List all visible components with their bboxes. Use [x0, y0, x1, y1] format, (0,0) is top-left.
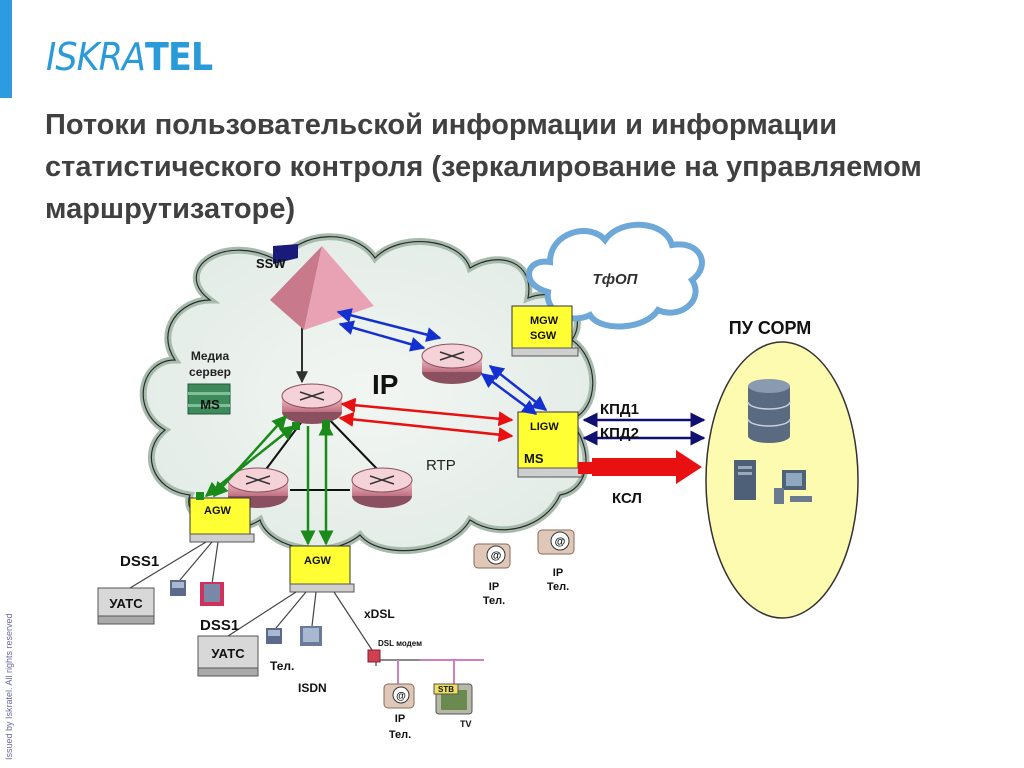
database-icon: [747, 379, 791, 443]
phone-icon-1: [170, 580, 186, 596]
ksl-arrow: [592, 450, 702, 484]
agw-center-box: AGW: [289, 545, 355, 593]
access-links: [129, 541, 484, 684]
ip-label: IP: [372, 369, 398, 400]
sgw-label: SGW: [530, 330, 557, 342]
stb-label: STB: [438, 685, 454, 694]
router-center: [281, 383, 343, 424]
tel-label: Тел.: [270, 659, 294, 673]
uats-bottom-label: УАТС: [211, 646, 245, 661]
rtp-label: RTP: [426, 457, 456, 474]
media-server-label-line2: сервер: [189, 365, 231, 379]
kpd2-label: КПД2: [600, 425, 639, 442]
dsl-modem-icon: [367, 649, 381, 663]
kpd1-label: КПД1: [600, 401, 639, 418]
router-upper-right: [421, 343, 483, 384]
isdn-label: ISDN: [298, 681, 327, 695]
ms-label: MS: [200, 397, 220, 412]
xdsl-label: xDSL: [364, 607, 395, 621]
accent-bar: [0, 0, 12, 98]
dss1-bottom-label: DSS1: [200, 617, 239, 634]
ip-phone-icon-3: @: [383, 683, 415, 709]
blue-flows: [336, 308, 548, 416]
svg-text:@: @: [555, 536, 566, 548]
ip-tel-3-line1: IP: [395, 713, 405, 725]
logo-part1: ISKRA: [46, 35, 146, 79]
tv-icon: STB: [433, 683, 473, 715]
ip-phone-icon-2: @: [537, 529, 575, 555]
phone-icon-2: [266, 628, 282, 644]
sorm-ellipse: ПУ СОРМ: [705, 318, 859, 619]
ip-tel-2-line1: IP: [553, 567, 563, 579]
tv-label: TV: [460, 719, 472, 729]
server-icon: [734, 460, 756, 500]
dsl-modem-label: DSL модем: [378, 639, 422, 648]
ip-tel-2-line2: Тел.: [547, 581, 569, 593]
slide-title: Потоки пользовательской информации и инф…: [45, 109, 922, 225]
ip-tel-1-line1: IP: [489, 581, 499, 593]
kpd-links: [582, 412, 706, 446]
media-server-icon: MS: [187, 383, 231, 415]
pstn-label: ТфОП: [593, 271, 639, 288]
svg-text:@: @: [491, 550, 502, 562]
media-server-label-line1: Медиа: [191, 349, 230, 363]
ip-phone-icon-1: @: [473, 543, 511, 569]
ligw-ms-label: MS: [524, 451, 544, 466]
mgw-sgw-box: MGW SGW: [511, 305, 579, 357]
ip-tel-1-line2: Тел.: [483, 595, 505, 607]
pstn-cloud: ТфОП: [526, 221, 705, 330]
isdn-phone-icon-1: [200, 582, 224, 606]
dss1-top-label: DSS1: [120, 553, 159, 570]
uats-top-box: УАТС: [97, 587, 155, 625]
red-flows: [338, 397, 702, 484]
agw-left-box: AGW: [189, 497, 255, 543]
ssw-label: SSW: [256, 256, 286, 271]
green-flows: [196, 414, 334, 546]
mgw-label: MGW: [530, 315, 559, 327]
agw-center-label: AGW: [304, 555, 332, 567]
ligw-box: LIGW MS: [517, 411, 583, 478]
router-lower-right: [351, 467, 413, 508]
workstation-icon: [774, 470, 812, 504]
iskratel-logo: ISKRATEL: [46, 35, 213, 79]
agw-left-label: AGW: [204, 505, 232, 517]
isdn-phone-icon-2: [300, 626, 322, 646]
ip-tel-3-line2: Тел.: [389, 729, 411, 741]
ligw-label: LIGW: [530, 421, 559, 433]
ksl-label: КСЛ: [612, 490, 642, 507]
svg-text:@: @: [396, 691, 406, 702]
uats-bottom-box: УАТС: [197, 635, 259, 677]
logo-part2: TEL: [145, 35, 213, 79]
uats-top-label: УАТС: [109, 596, 143, 611]
sorm-label: ПУ СОРМ: [729, 318, 811, 338]
